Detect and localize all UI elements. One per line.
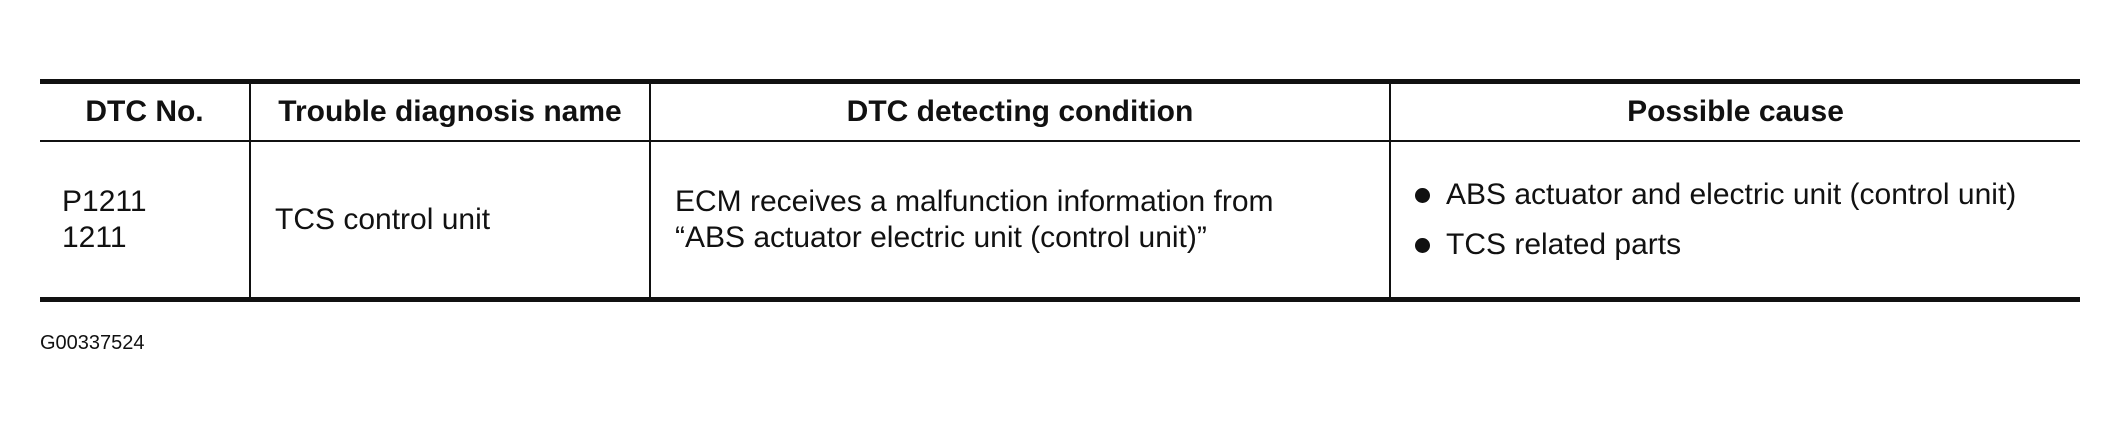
cause-text: ABS actuator and electric unit (control … xyxy=(1446,177,2017,211)
header-trouble-diagnosis-name: Trouble diagnosis name xyxy=(249,81,650,141)
dtc-table: DTC No. Trouble diagnosis name DTC detec… xyxy=(40,79,2080,302)
list-item: ABS actuator and electric unit (control … xyxy=(1415,177,2080,213)
condition-line: ECM receives a malfunction information f… xyxy=(675,184,1274,218)
bullet-icon xyxy=(1415,187,1430,203)
possible-cause-list: ABS actuator and electric unit (control … xyxy=(1415,177,2080,263)
bullet-icon xyxy=(1415,237,1430,253)
table-row: P1211 1211 TCS control unit ECM receives… xyxy=(40,141,2080,300)
cell-dtc-no: P1211 1211 xyxy=(40,141,250,300)
header-row: DTC No. Trouble diagnosis name DTC detec… xyxy=(40,81,2080,141)
header-dtc-detecting-condition: DTC detecting condition xyxy=(649,81,1390,141)
figure-id: G00337524 xyxy=(40,332,145,354)
dtc-code: P1211 xyxy=(62,184,147,218)
table-header: DTC No. Trouble diagnosis name DTC detec… xyxy=(40,81,2080,141)
table-body: P1211 1211 TCS control unit ECM receives… xyxy=(40,141,2080,300)
dtc-code: 1211 xyxy=(62,220,127,254)
cause-text: TCS related parts xyxy=(1446,227,1682,261)
condition-line: “ABS actuator electric unit (control uni… xyxy=(675,220,1207,254)
list-item: TCS related parts xyxy=(1415,227,2080,263)
header-dtc-no: DTC No. xyxy=(85,95,204,128)
header-possible-cause: Possible cause xyxy=(1389,81,2080,141)
cell-detecting-condition: ECM receives a malfunction information f… xyxy=(649,141,1390,300)
cell-diagnosis-name: TCS control unit xyxy=(249,141,650,300)
cell-possible-cause: ABS actuator and electric unit (control … xyxy=(1389,141,2080,300)
